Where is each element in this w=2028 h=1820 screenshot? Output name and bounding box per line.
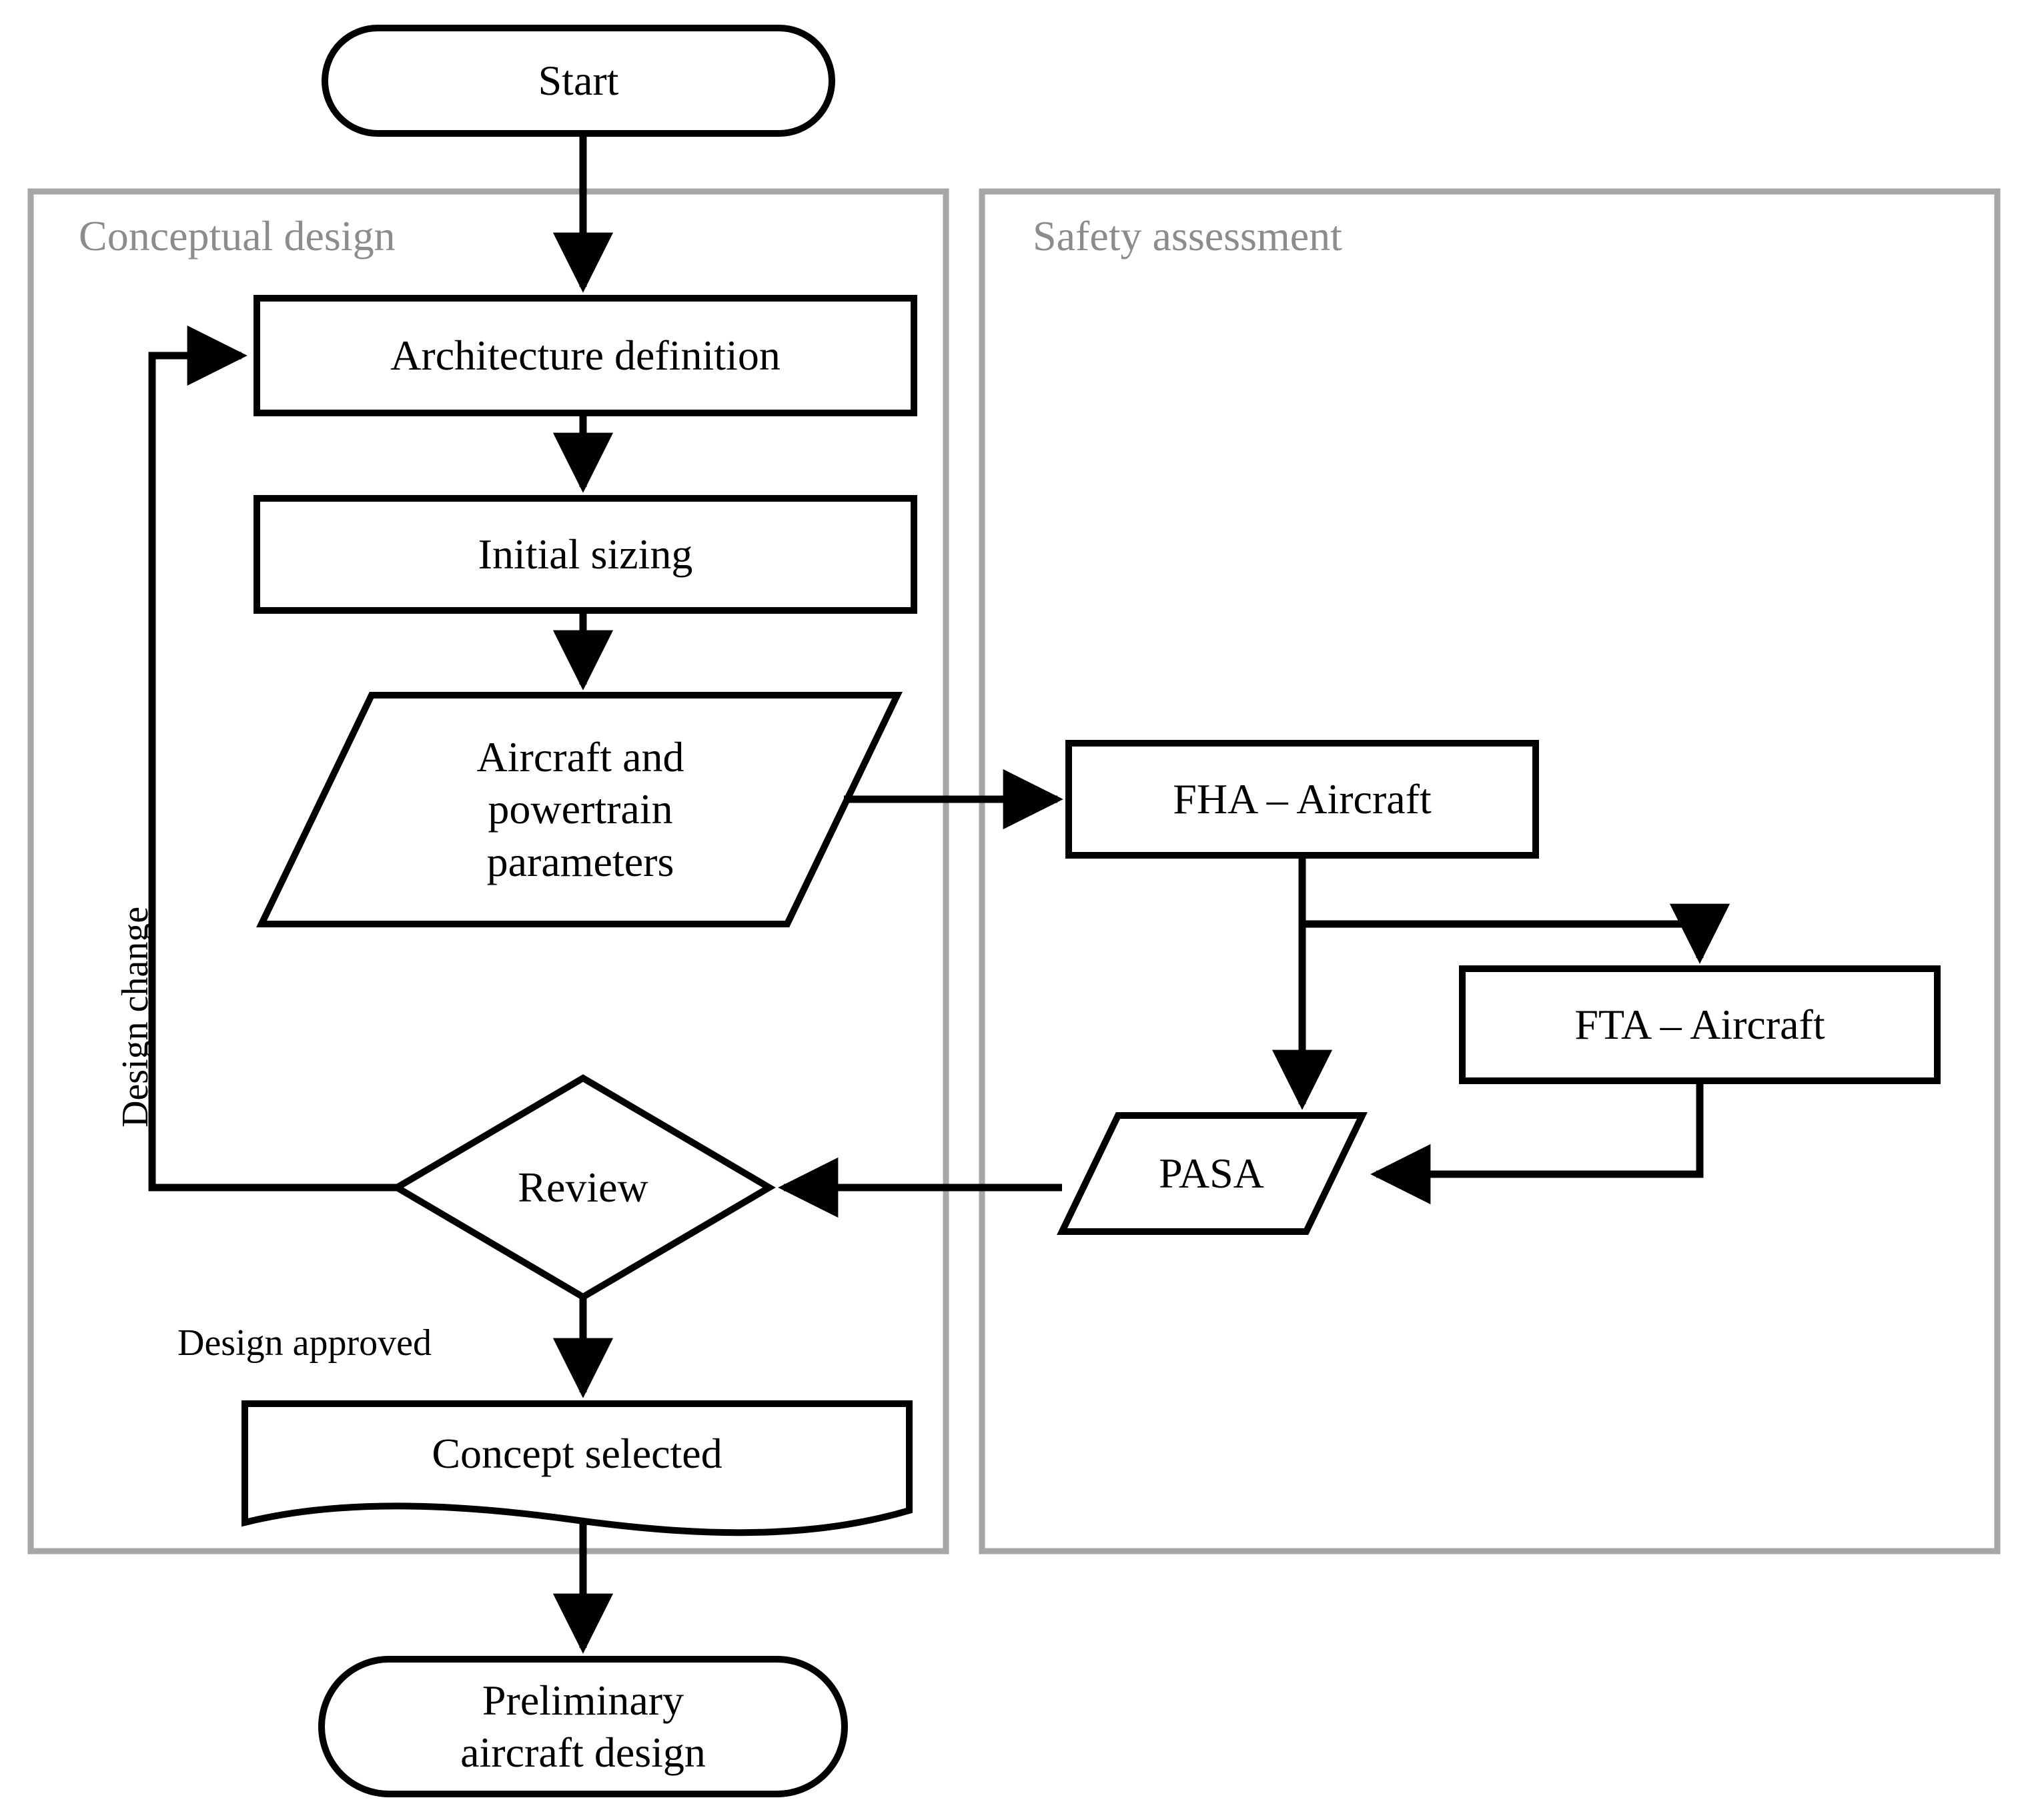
node-fta-aircraft-shape <box>1459 965 1941 1084</box>
panel-safety-assessment <box>979 188 2001 1554</box>
node-architecture-definition-shape <box>254 295 917 416</box>
panel-title-safety-assessment: Safety assessment <box>1033 212 1342 260</box>
node-start-shape <box>322 25 835 137</box>
edge-label-design-approved: Design approved <box>177 1322 432 1364</box>
panel-conceptual-design <box>27 188 949 1554</box>
edge-label-design-change: Design change <box>115 906 156 1127</box>
node-preliminary-aircraft-design-shape <box>318 1656 848 1797</box>
node-concept-selected-shape <box>241 1400 913 1536</box>
edge-fta-to-pasa <box>1370 1081 1704 1205</box>
node-initial-sizing-shape <box>254 495 917 614</box>
node-aircraft-powertrain-parameters-shape <box>256 692 903 927</box>
edge-fha-to-fta <box>1302 903 1730 964</box>
panel-title-conceptual-design: Conceptual design <box>79 212 396 260</box>
edge-review-to-architecture-design-change <box>148 325 397 1192</box>
node-review-shape <box>390 1074 776 1301</box>
node-pasa-shape <box>1057 1112 1368 1235</box>
node-fha-aircraft-shape <box>1065 740 1539 859</box>
